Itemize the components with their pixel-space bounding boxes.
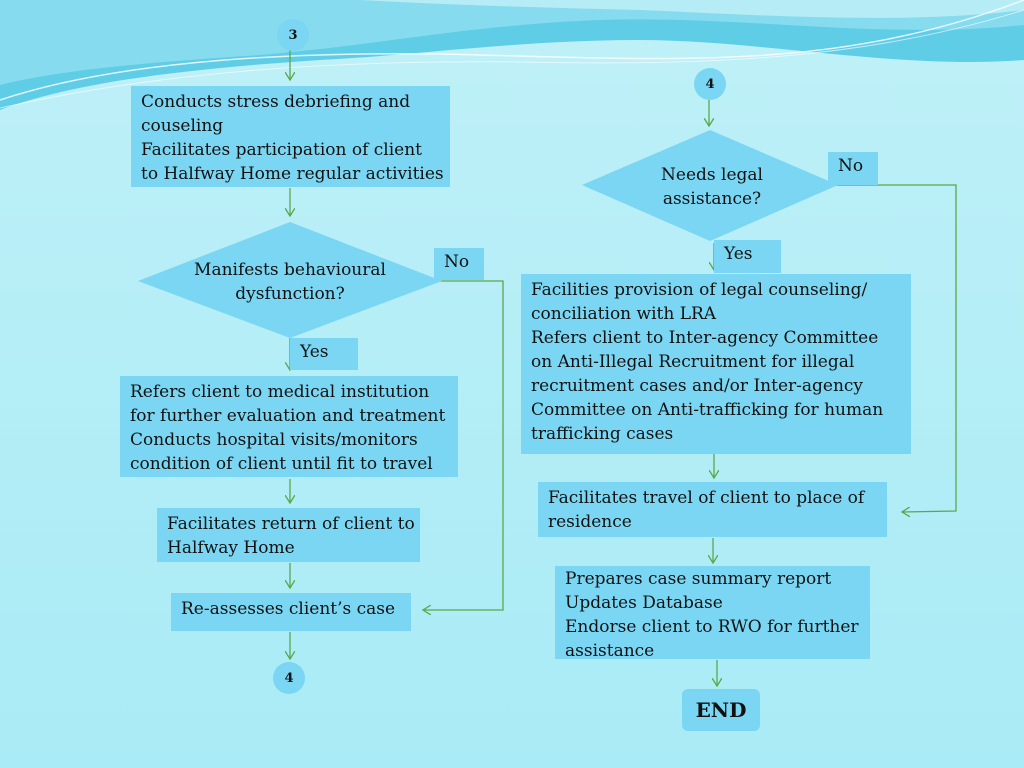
legal-counseling-box: Facilities provision of legal counseling… bbox=[521, 274, 911, 454]
box-text: Endorse client to RWO for further bbox=[565, 617, 859, 637]
box-text: Facilitates travel of client to place of bbox=[548, 488, 865, 508]
connector-4-right: 4 bbox=[694, 68, 726, 100]
box-text: Conducts stress debriefing and bbox=[141, 92, 411, 112]
stress-debriefing-box: Conducts stress debriefing and couseling… bbox=[131, 86, 450, 187]
box-text: on Anti-Illegal Recruitment for illegal bbox=[531, 352, 855, 372]
no-label-left: No bbox=[434, 248, 484, 280]
box-text: Committee on Anti-trafficking for human bbox=[531, 400, 884, 420]
box-text: Updates Database bbox=[565, 593, 723, 613]
box-text: condition of client until fit to travel bbox=[130, 454, 433, 474]
reassess-case-box: Re-assesses client’s case bbox=[171, 593, 411, 631]
return-halfway-box: Facilitates return of client to Halfway … bbox=[157, 508, 420, 562]
box-text: Conducts hospital visits/monitors bbox=[130, 430, 418, 450]
connector-3: 3 bbox=[277, 19, 309, 51]
yes-label-left: Yes bbox=[290, 338, 358, 370]
box-text: Facilities provision of legal counseling… bbox=[531, 280, 868, 300]
decision-text: Manifests behavioural bbox=[194, 260, 386, 280]
box-text: trafficking cases bbox=[531, 424, 674, 444]
box-text: recruitment cases and/or Inter-agency bbox=[531, 376, 864, 396]
box-text: Halfway Home bbox=[167, 538, 295, 558]
decision-text: assistance? bbox=[662, 189, 762, 209]
box-text: conciliation with LRA bbox=[531, 304, 717, 324]
box-text: Facilitates participation of client bbox=[141, 140, 423, 160]
box-text: Re-assesses client’s case bbox=[181, 599, 396, 619]
no-label-right: No bbox=[828, 152, 878, 185]
decision-legal-label: Needs legal assistance? bbox=[612, 163, 812, 211]
box-text: Refers client to Inter-agency Committee bbox=[531, 328, 879, 348]
box-text: assistance bbox=[565, 641, 655, 661]
box-text: residence bbox=[548, 512, 632, 532]
box-text: Prepares case summary report bbox=[565, 569, 832, 589]
connector-4-left: 4 bbox=[273, 662, 305, 694]
decision-text: Needs legal bbox=[661, 165, 763, 185]
box-text: Refers client to medical institution bbox=[130, 382, 430, 402]
medical-referral-box: Refers client to medical institution for… bbox=[120, 376, 458, 477]
case-summary-box: Prepares case summary report Updates Dat… bbox=[555, 566, 870, 661]
box-text: Facilitates return of client to bbox=[167, 514, 415, 534]
box-text: to Halfway Home regular activities bbox=[141, 164, 444, 184]
box-text: for further evaluation and treatment bbox=[130, 406, 446, 426]
box-text: couseling bbox=[141, 116, 224, 136]
decision-behavioural-label: Manifests behavioural dysfunction? bbox=[170, 258, 410, 306]
travel-residence-box: Facilitates travel of client to place of… bbox=[538, 482, 887, 537]
end-terminal: END bbox=[682, 689, 760, 731]
decision-text: dysfunction? bbox=[235, 284, 345, 304]
yes-label-right: Yes bbox=[714, 240, 781, 273]
